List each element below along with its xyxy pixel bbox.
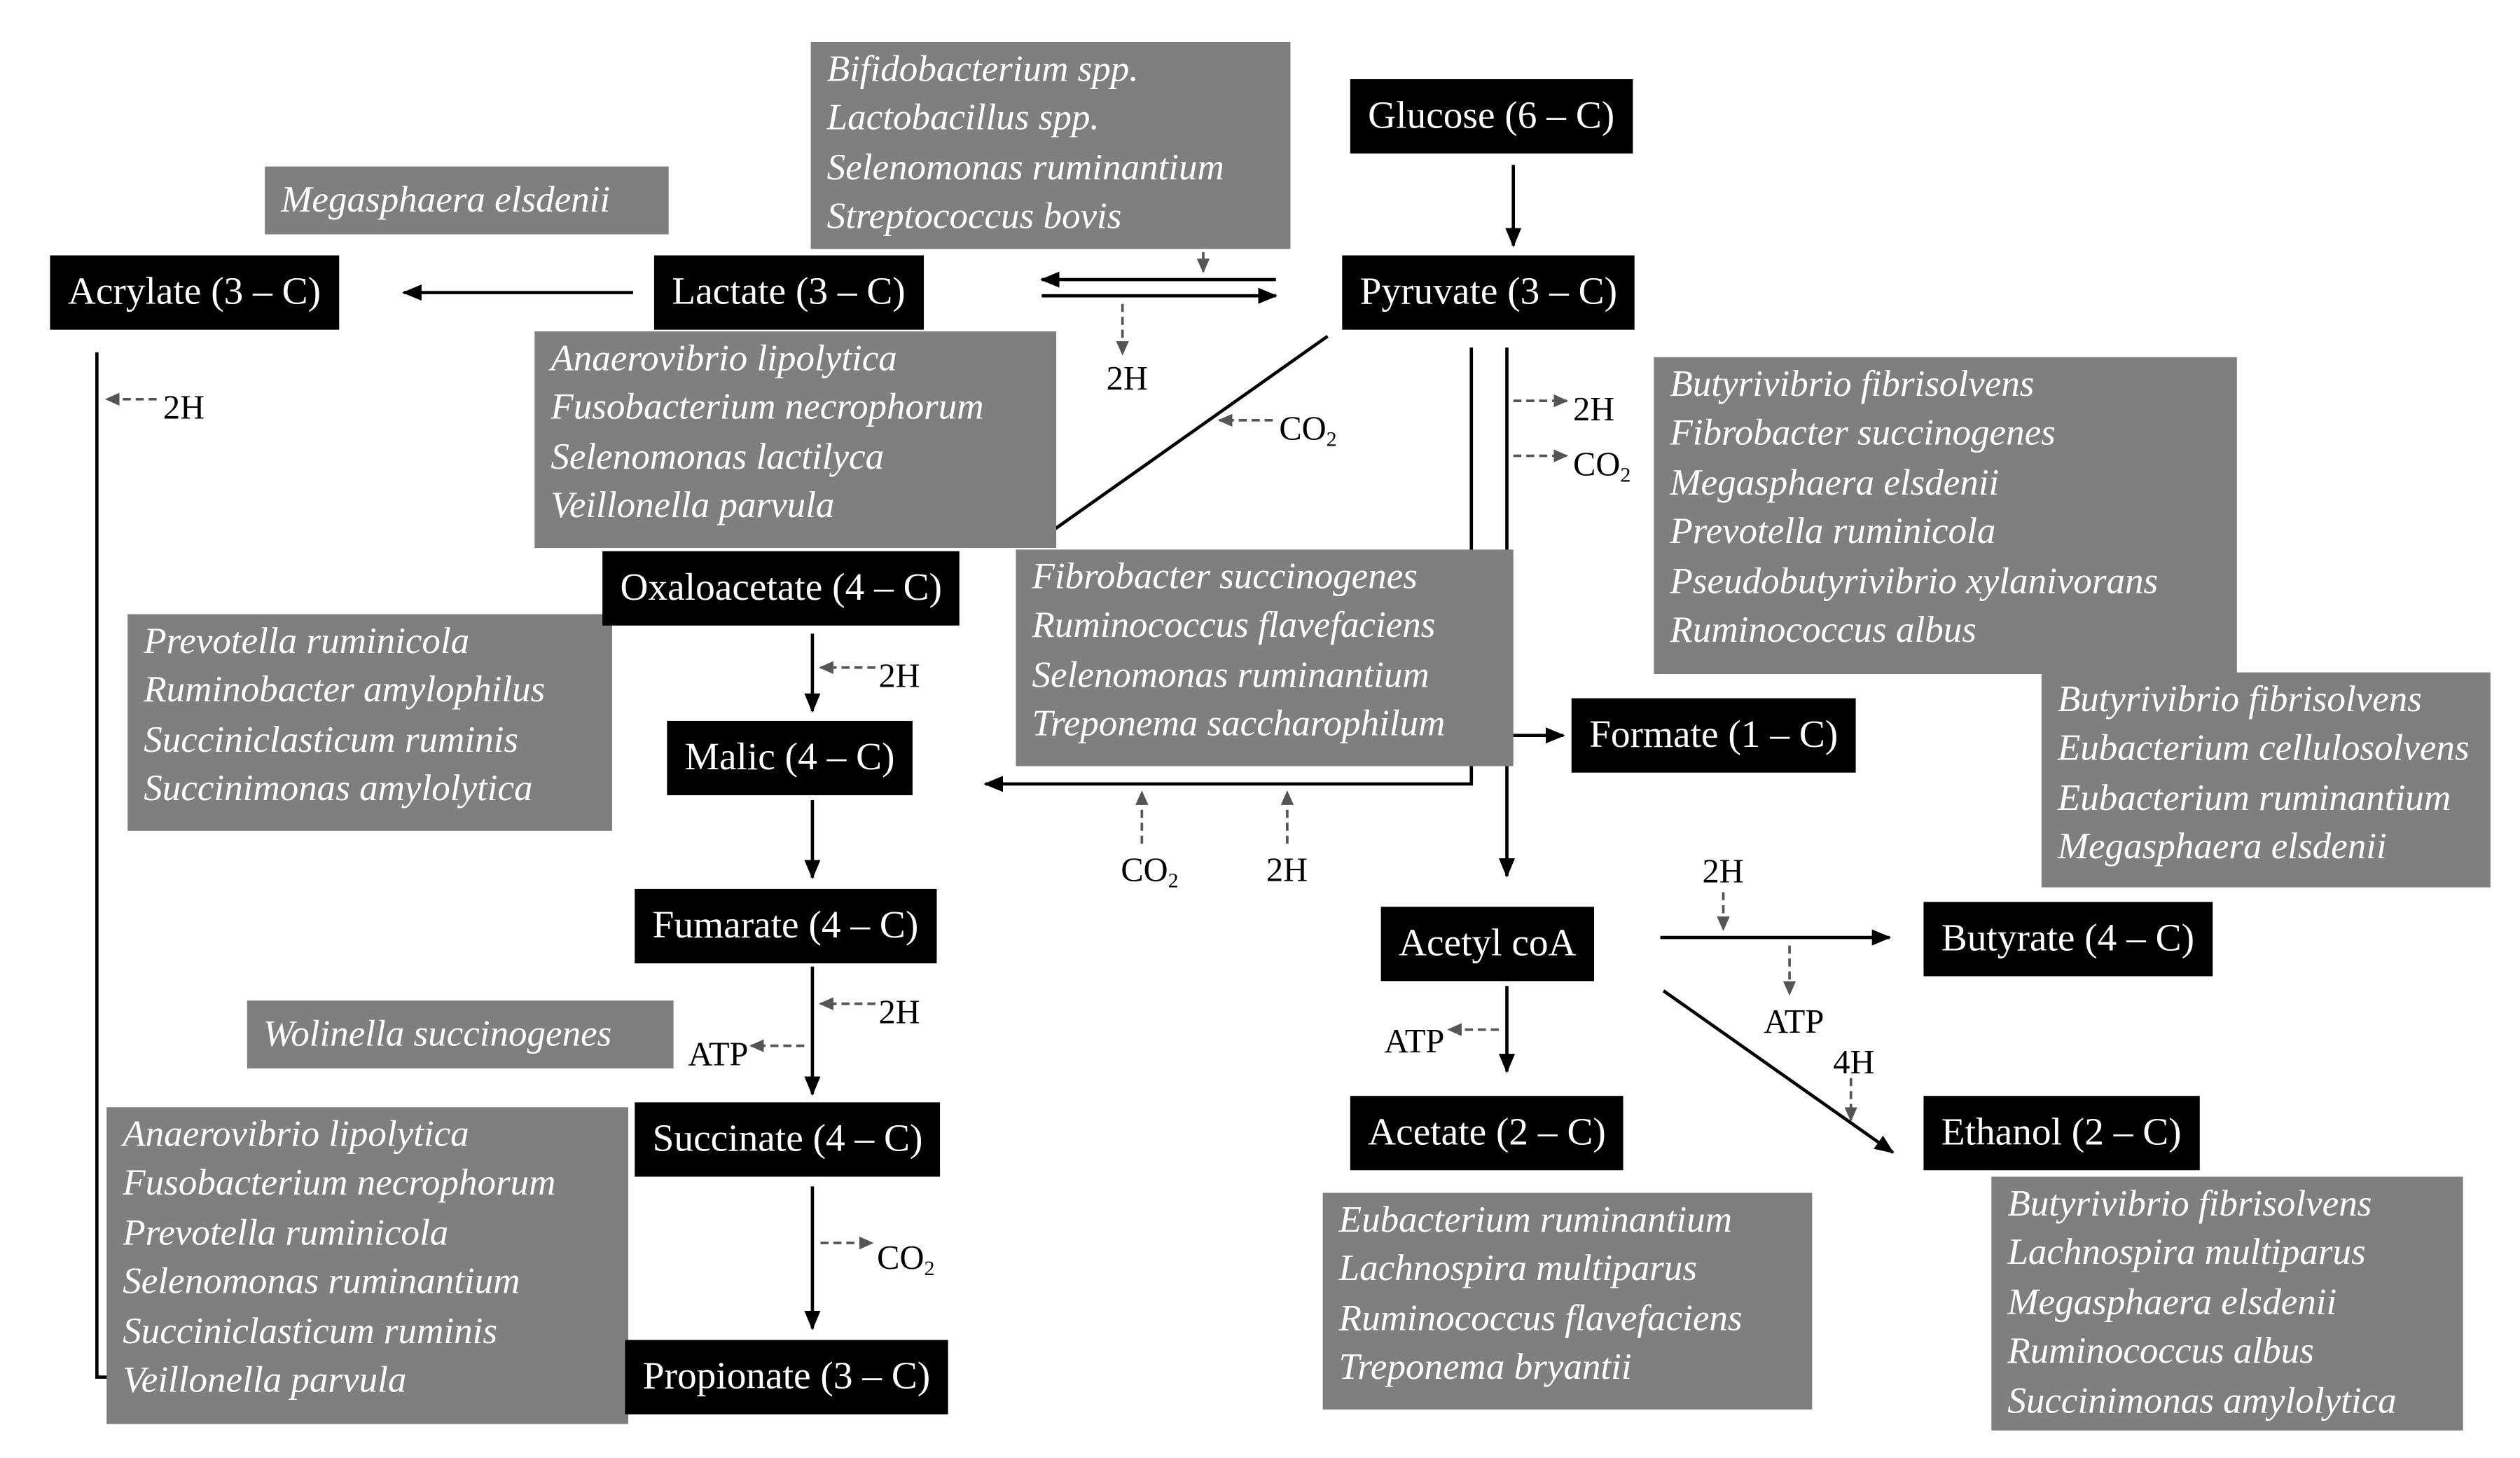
node-acetyl-coa: Acetyl coA (1380, 907, 1594, 982)
organisms-lactate-pyruvate: Bifidobacterium spp. Lactobacillus spp. … (810, 41, 1291, 249)
organism-item: Eubacterium ruminantium (2057, 777, 2451, 818)
organism-item: Selenomonas ruminantium (123, 1260, 520, 1302)
organisms-malic: Prevotella ruminicola Ruminobacter amylo… (127, 614, 612, 831)
node-oxaloacetate: Oxaloacetate (4 – C) (602, 551, 960, 626)
node-butyrate: Butyrate (4 – C) (1923, 902, 2213, 977)
organism-item: Lachnospira multiparus (1338, 1248, 1697, 1289)
organism-item: Eubacterium ruminantium (1338, 1199, 1732, 1240)
node-acetate: Acetate (2 – C) (1350, 1096, 1624, 1171)
organism-item: Anaerovibrio lipolytica (123, 1113, 469, 1155)
organism-item: Ruminococcus flavefaciens (1032, 605, 1436, 646)
organism-item: Megasphaera elsdenii (2057, 826, 2387, 867)
organism-item: Succiniclasticum ruminis (144, 719, 518, 759)
label-4h: 4H (1833, 1043, 1875, 1082)
organisms-acetate: Eubacterium ruminantium Lachnospira mult… (1322, 1192, 1813, 1410)
label-2h: 2H (878, 656, 920, 696)
organism-item: Selenomonas ruminantium (826, 146, 1224, 188)
label-2h: 2H (1702, 851, 1744, 891)
node-fumarate: Fumarate (4 – C) (635, 888, 936, 963)
label-2h: 2H (1573, 389, 1615, 429)
node-propionate: Propionate (3 – C) (625, 1340, 948, 1415)
organism-item: Butyrivibrio fibrisolvens (1670, 364, 2035, 404)
node-succinate: Succinate (4 – C) (635, 1102, 941, 1177)
co2-text: CO (877, 1238, 925, 1277)
organism-item: Pseudobutyrivibrio xylanivorans (1670, 560, 2159, 601)
organism-item: Lachnospira multiparus (2007, 1232, 2366, 1273)
organism-item: Succinimonas amylolytica (144, 768, 533, 809)
arrow-pyruvate-malic (983, 348, 1474, 792)
label-co2: CO2 (1121, 850, 1178, 900)
organisms-propionate: Anaerovibrio lipolytica Fusobacterium ne… (106, 1107, 629, 1424)
organism-item: Megasphaera elsdenii (281, 179, 611, 220)
co2-subscript: 2 (1168, 867, 1179, 893)
label-2h: 2H (878, 992, 920, 1031)
organism-item: Prevotella ruminicola (1670, 511, 1996, 552)
organisms-formate: Fibrobacter succinogenes Ruminococcus fl… (1016, 549, 1514, 766)
co2-subscript: 2 (1326, 427, 1337, 451)
organism-item: Treponema saccharophilum (1032, 703, 1446, 744)
organism-item: Ruminobacter amylophilus (144, 669, 546, 710)
label-2h: 2H (1266, 850, 1308, 889)
node-malic: Malic (4 – C) (667, 720, 913, 796)
label-atp: ATP (1764, 1002, 1825, 1041)
node-pyruvate: Pyruvate (3 – C) (1342, 255, 1635, 330)
organism-item: Ruminococcus flavefaciens (1338, 1298, 1743, 1338)
co2-subscript: 2 (924, 1256, 935, 1281)
organisms-succinate: Wolinella succinogenes (247, 1000, 674, 1068)
organism-item: Butyrivibrio fibrisolvens (2007, 1183, 2372, 1224)
node-ethanol: Ethanol (2 – C) (1923, 1096, 2199, 1171)
organism-item: Anaerovibrio lipolytica (551, 338, 897, 378)
organism-item: Streptococcus bovis (826, 195, 1122, 237)
label-atp: ATP (688, 1034, 749, 1073)
organisms-pyruvate-acetylcoa: Butyrivibrio fibrisolvens Fibrobacter su… (1654, 357, 2237, 675)
node-lactate: Lactate (3 – C) (653, 255, 924, 330)
organism-item: Wolinella succinogenes (263, 1013, 612, 1054)
organisms-ethanol: Butyrivibrio fibrisolvens Lachnospira mu… (1991, 1176, 2463, 1431)
node-glucose: Glucose (6 – C) (1350, 79, 1633, 154)
organism-item: Fusobacterium necrophorum (123, 1162, 556, 1204)
organism-item: Succinimonas amylolytica (2007, 1380, 2397, 1420)
co2-text: CO (1279, 408, 1327, 448)
organisms-butyrate: Butyrivibrio fibrisolvens Eubacterium ce… (2041, 672, 2491, 888)
arrow-acetylcoa-ethanol (1662, 989, 1895, 1154)
co2-subscript: 2 (1620, 462, 1631, 487)
organism-item: Eubacterium cellulosolvens (2057, 728, 2470, 769)
arrow-pyruvate-oxaloacetate (1029, 334, 1329, 548)
label-atp: ATP (1384, 1022, 1445, 1061)
organism-item: Ruminococcus albus (1670, 609, 1976, 650)
label-co2: CO2 (877, 1238, 934, 1288)
organism-item: Veillonella parvula (551, 485, 835, 526)
organism-item: Prevotella ruminicola (144, 620, 470, 661)
co2-text: CO (1121, 850, 1168, 889)
organism-item: Succiniclasticum ruminis (123, 1309, 497, 1351)
organism-item: Megasphaera elsdenii (2007, 1281, 2337, 1322)
organisms-oxaloacetate: Anaerovibrio lipolytica Fusobacterium ne… (534, 331, 1057, 549)
organism-item: Selenomonas ruminantium (1032, 654, 1429, 695)
organism-item: Lactobacillus spp. (826, 97, 1100, 138)
organism-item: Fusobacterium necrophorum (551, 387, 984, 427)
node-acrylate: Acrylate (3 – C) (50, 255, 339, 330)
co2-text: CO (1573, 444, 1621, 483)
organism-item: Megasphaera elsdenii (1670, 462, 2000, 502)
node-formate: Formate (1 – C) (1571, 698, 1856, 773)
label-co2: CO2 (1573, 444, 1631, 495)
label-2h: 2H (162, 387, 205, 427)
organism-item: Fibrobacter succinogenes (1670, 413, 2056, 453)
organism-item: Fibrobacter succinogenes (1032, 556, 1418, 597)
organism-item: Treponema bryantii (1338, 1347, 1632, 1387)
organism-item: Prevotella ruminicola (123, 1211, 449, 1253)
organism-item: Ruminococcus albus (2007, 1330, 2314, 1371)
organism-item: Veillonella parvula (123, 1359, 407, 1400)
organism-item: Butyrivibrio fibrisolvens (2057, 678, 2422, 720)
label-co2: CO2 (1279, 409, 1336, 460)
organism-item: Selenomonas lactilyca (551, 436, 885, 477)
organism-item: Bifidobacterium spp. (826, 48, 1139, 89)
organisms-acrylate: Megasphaera elsdenii (265, 166, 669, 235)
label-2h: 2H (1106, 359, 1148, 398)
